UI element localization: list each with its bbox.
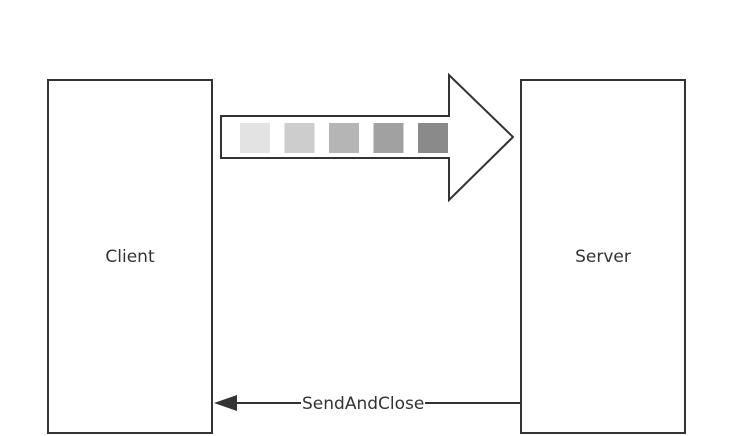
server-label: Server [575,246,631,267]
packet-3 [329,123,359,153]
server-box: Server [520,79,686,434]
stream-arrow [220,72,515,203]
send-and-close-label: SendAndClose [301,393,426,415]
packet-4 [373,123,404,153]
packet-5 [418,123,448,153]
stream-packets [240,123,448,153]
packet-1 [240,123,270,153]
return-arrowhead [214,395,237,411]
client-box: Client [47,79,213,434]
packet-2 [284,123,315,153]
client-label: Client [105,246,155,267]
